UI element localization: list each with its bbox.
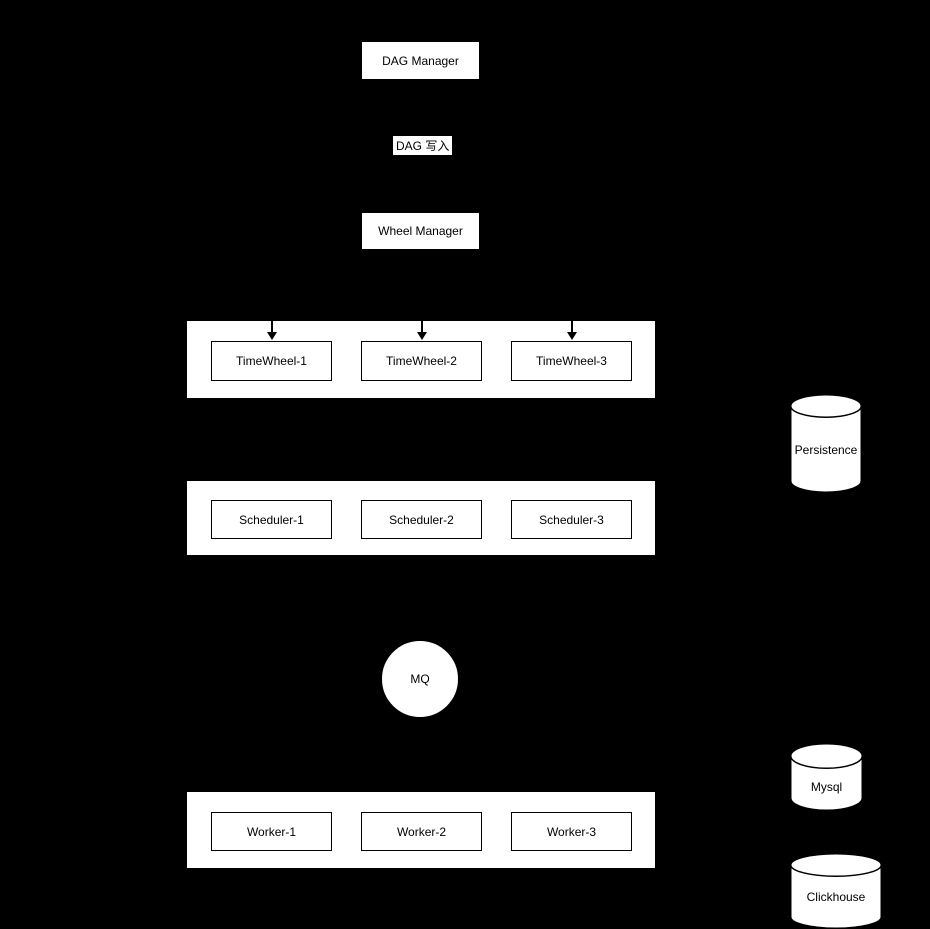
wheel-manager-node: Wheel Manager <box>361 212 480 250</box>
worker-1-label: Worker-1 <box>246 824 297 839</box>
mysql-label: Mysql <box>810 780 843 794</box>
timewheel-node-3: TimeWheel-3 <box>511 341 632 381</box>
timewheel-node-1: TimeWheel-1 <box>211 341 332 381</box>
scheduler-1-label: Scheduler-1 <box>239 512 304 527</box>
mq-node: MQ <box>381 640 459 718</box>
worker-group: Worker-1 Worker-2 Worker-3 <box>186 791 656 869</box>
mq-label: MQ <box>410 672 430 686</box>
dag-manager-node: DAG Manager <box>361 41 480 80</box>
worker-2-label: Worker-2 <box>396 824 447 839</box>
database-cylinder-icon <box>790 853 882 929</box>
scheduler-node-3: Scheduler-3 <box>511 500 632 539</box>
scheduler-group: Scheduler-1 Scheduler-2 Scheduler-3 <box>186 480 656 556</box>
timewheel-2-label: TimeWheel-2 <box>386 354 457 368</box>
timewheel-3-label: TimeWheel-3 <box>536 354 607 368</box>
database-cylinder-icon <box>790 743 863 811</box>
dag-manager-label: DAG Manager <box>382 53 459 68</box>
database-cylinder-icon <box>790 394 862 493</box>
scheduler-3-label: Scheduler-3 <box>539 512 604 527</box>
clickhouse-db-cylinder: Clickhouse <box>790 853 882 929</box>
edge-label-dag-write-text: DAG 写入 <box>396 139 450 153</box>
wheel-manager-label: Wheel Manager <box>378 224 463 238</box>
timewheel-node-2: TimeWheel-2 <box>361 341 482 381</box>
persistence-db-cylinder: Persistence <box>790 394 862 493</box>
scheduler-node-2: Scheduler-2 <box>361 500 482 539</box>
clickhouse-label: Clickhouse <box>806 890 866 904</box>
worker-node-1: Worker-1 <box>211 812 332 851</box>
timewheel-group: TimeWheel-1 TimeWheel-2 TimeWheel-3 <box>186 320 656 399</box>
timewheel-1-label: TimeWheel-1 <box>236 354 307 368</box>
edge-label-dag-write: DAG 写入 <box>393 136 453 155</box>
worker-node-3: Worker-3 <box>511 812 632 851</box>
worker-node-2: Worker-2 <box>361 812 482 851</box>
scheduler-2-label: Scheduler-2 <box>389 512 454 527</box>
persistence-label: Persistence <box>794 442 858 457</box>
worker-3-label: Worker-3 <box>546 824 597 839</box>
mysql-db-cylinder: Mysql <box>790 743 863 811</box>
scheduler-node-1: Scheduler-1 <box>211 500 332 539</box>
